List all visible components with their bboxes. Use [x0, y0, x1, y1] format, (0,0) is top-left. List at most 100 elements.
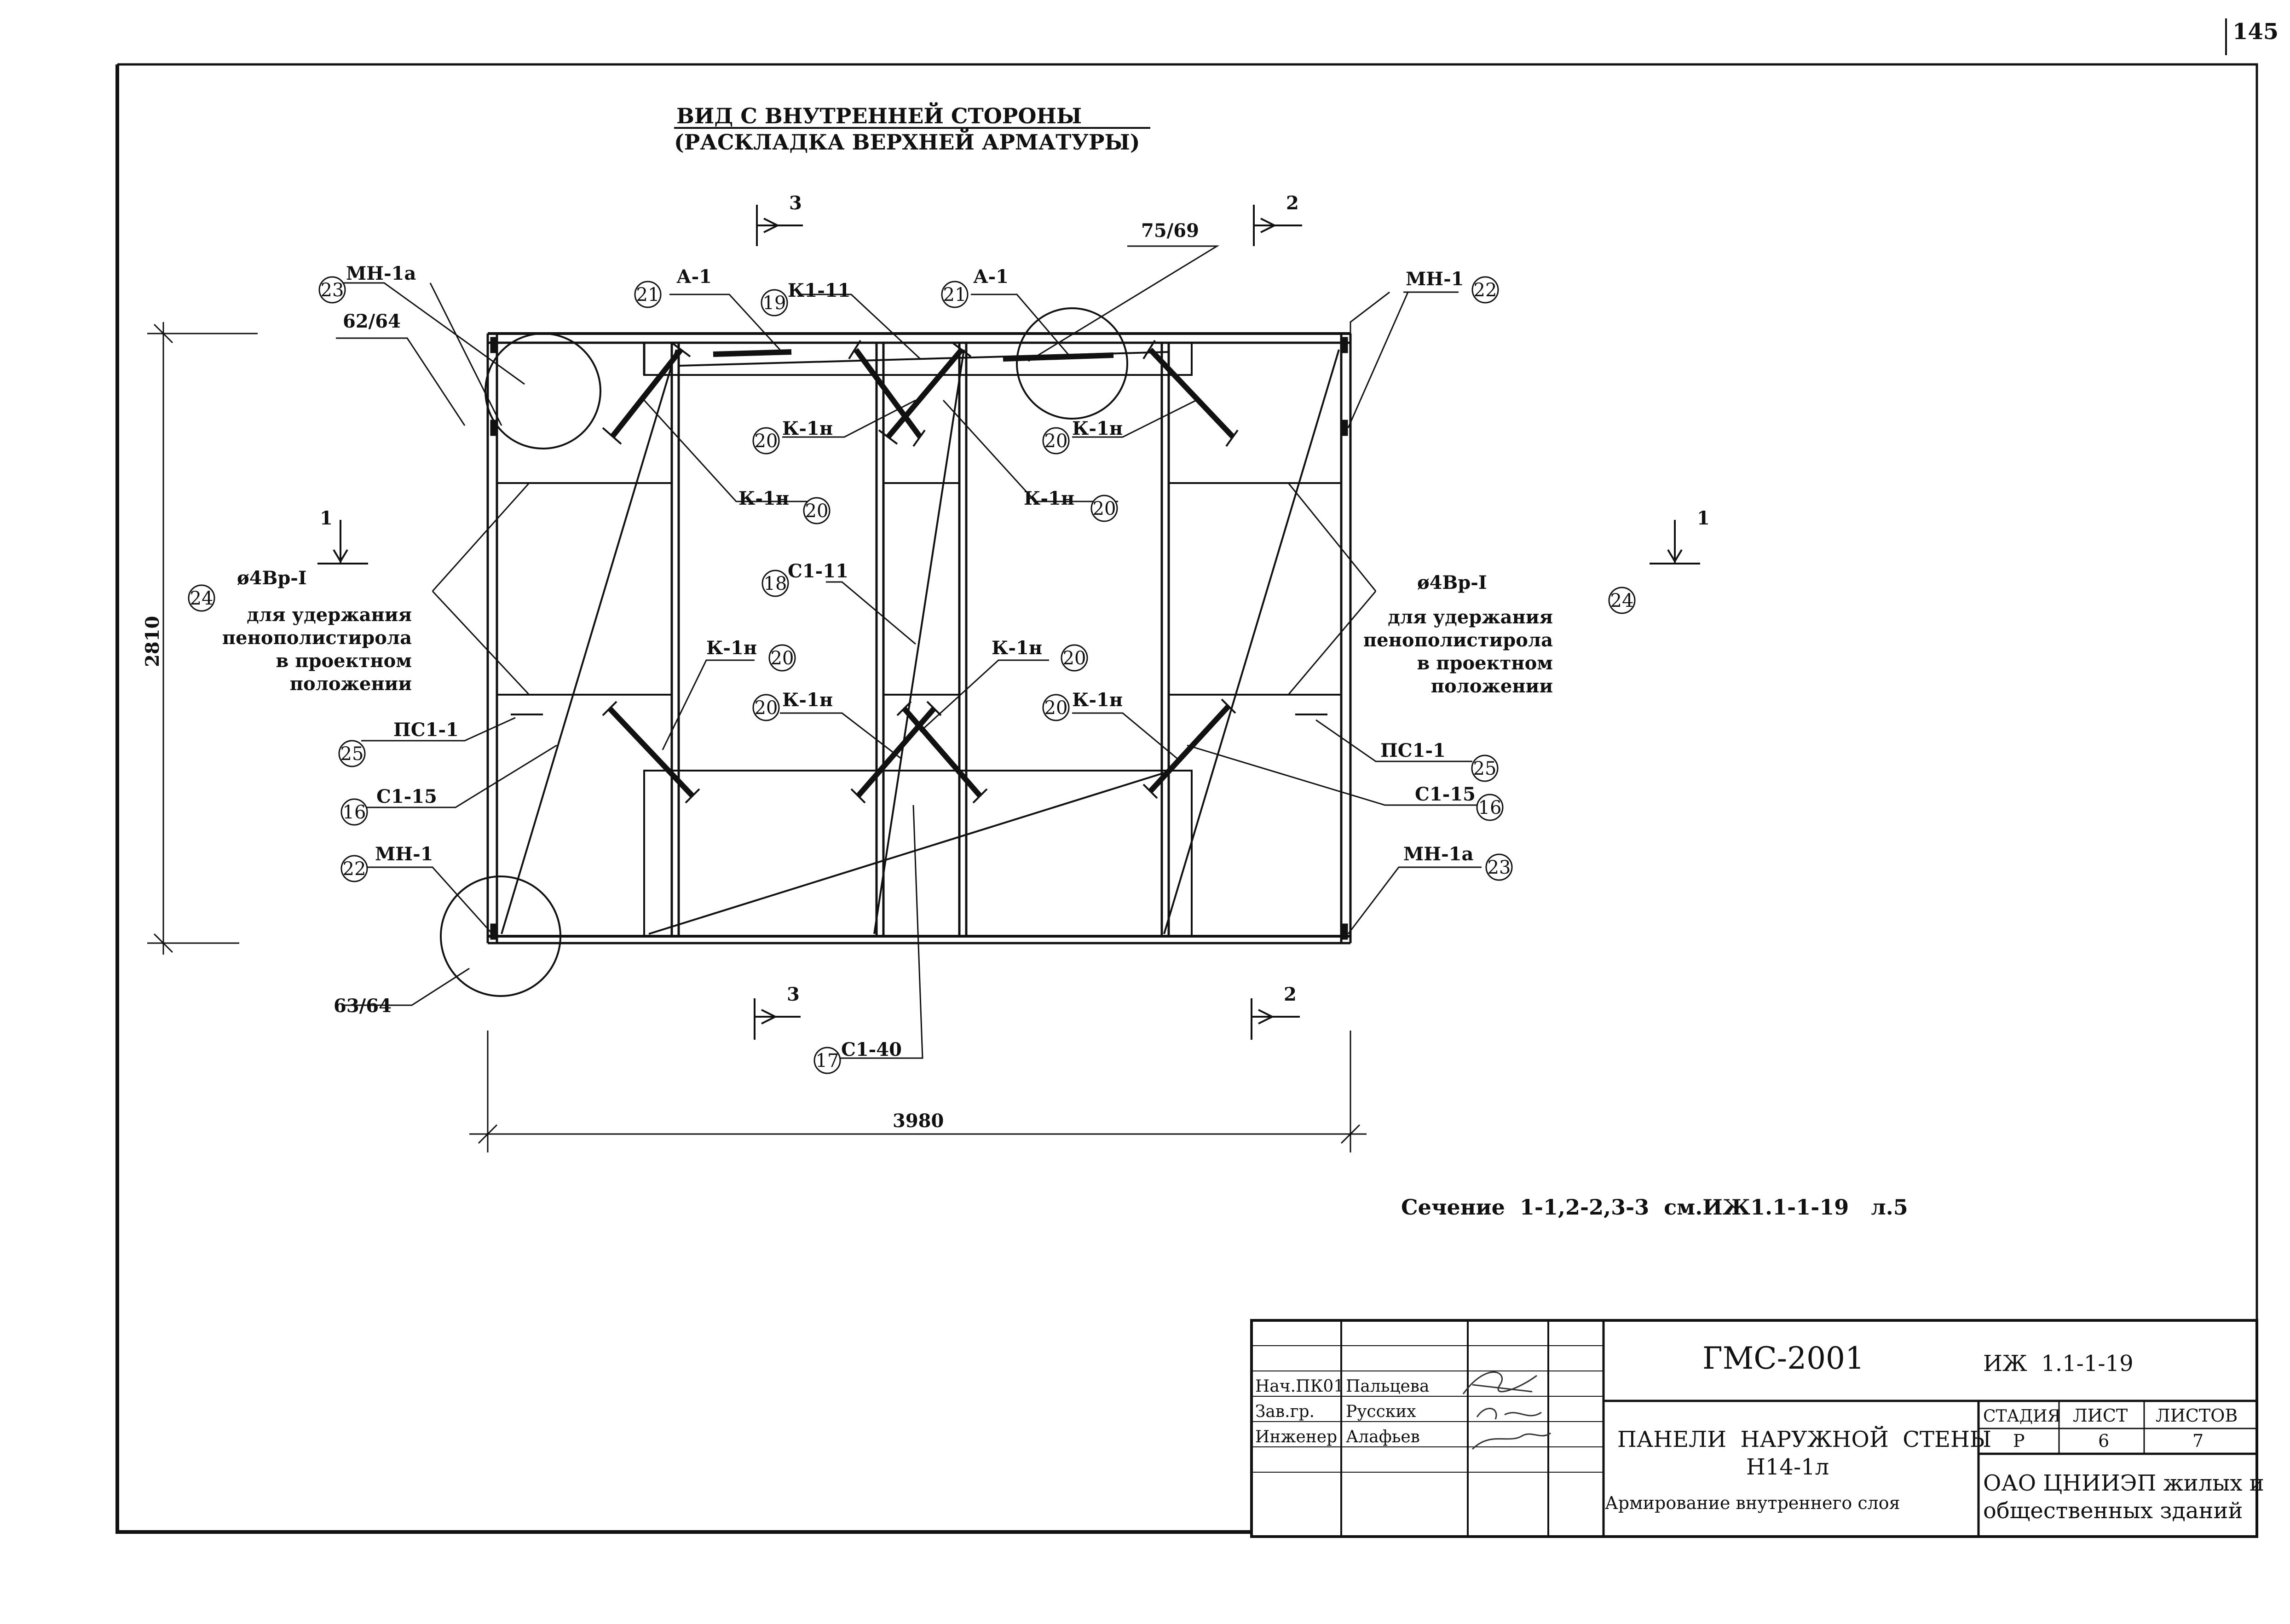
foam-note-left-3: в проектном	[276, 650, 412, 672]
signer-role-1: Нач.ПК01	[1255, 1377, 1344, 1396]
bubble-20-f: 20	[1063, 648, 1086, 669]
bubble-20-b: 20	[1044, 431, 1068, 452]
label-63-64: 63/64	[334, 995, 392, 1017]
label-k111: К1-11	[788, 280, 850, 301]
width-dimension: 3980	[893, 1110, 944, 1132]
signer-name-2: Русских	[1346, 1402, 1416, 1421]
sheet-value: 6	[2098, 1431, 2109, 1451]
panel-title: ПАНЕЛИ НАРУЖНОЙ СТЕНЫ	[1617, 1425, 1991, 1452]
sheet-header: ЛИСТ	[2073, 1405, 2128, 1426]
signer-name-3: Алафьев	[1346, 1428, 1420, 1446]
leader-lines	[336, 245, 1482, 1059]
label-a1-right: А-1	[973, 266, 1009, 288]
section-mark-2-bottom: 2	[1284, 984, 1297, 1005]
label-k1n-h: К-1н	[1072, 689, 1123, 711]
stage-header: СТАДИЯ	[1983, 1407, 2061, 1426]
project-code: ГМС-2001	[1702, 1341, 1864, 1376]
bubble-22-bottom: 22	[343, 858, 366, 880]
bubble-24-right: 24	[1610, 590, 1634, 611]
bubble-20-g: 20	[755, 697, 778, 719]
label-mn1a-bottom: МН-1а	[1403, 843, 1473, 865]
label-c111: С1-11	[788, 560, 848, 582]
signer-name-1: Пальцева	[1346, 1377, 1430, 1396]
bubble-22-top: 22	[1474, 280, 1497, 301]
bubble-24-left: 24	[190, 588, 213, 609]
sheets-header: ЛИСТОВ	[2156, 1405, 2238, 1426]
bubble-20-h: 20	[1044, 697, 1068, 719]
label-ps11-left: ПС1-1	[393, 719, 459, 741]
panel-drawing	[440, 307, 1352, 997]
sheets-value: 7	[2192, 1431, 2203, 1451]
handwritten-signatures	[1462, 1371, 1551, 1450]
bubble-20-e: 20	[771, 648, 794, 669]
bubble-25-right: 25	[1473, 758, 1497, 779]
section-mark-3-top: 3	[789, 192, 802, 214]
section-mark-1-left: 1	[320, 507, 333, 529]
k1n-mesh-units	[607, 347, 1235, 798]
label-k1n-b: К-1н	[1072, 418, 1123, 439]
foam-note-right-3: в проектном	[1417, 652, 1553, 674]
foam-note-right-1: для удержания	[1388, 606, 1553, 628]
signer-role-3: Инженер	[1255, 1428, 1337, 1446]
bubble-16-left: 16	[343, 802, 366, 823]
foam-note-left: для удержания пенополистирола в проектно…	[222, 604, 412, 695]
label-k1n-d: К-1н	[1024, 488, 1074, 509]
label-75-69: 75/69	[1141, 220, 1199, 242]
page-number: 145	[2232, 19, 2278, 45]
foam-note-left-4: положении	[290, 673, 412, 695]
k1n-mesh-ticks	[602, 340, 1239, 804]
bubble-23-bottom: 23	[1488, 857, 1511, 878]
bubble-19: 19	[763, 293, 786, 314]
section-reference-note: Сечение 1-1,2-2,3-3 см.ИЖ1.1-1-19 л.5	[1401, 1195, 1908, 1220]
stage-value: Р	[2013, 1431, 2025, 1451]
bubble-17: 17	[816, 1050, 839, 1071]
label-c115-left: С1-15	[376, 786, 437, 807]
height-dimension: 2810	[142, 616, 163, 667]
label-k1n-e: К-1н	[706, 637, 757, 659]
label-c140: С1-40	[841, 1039, 902, 1060]
position-bubbles	[188, 276, 1636, 1074]
label-mn1a-top: МН-1а	[346, 263, 416, 284]
bubble-20-d: 20	[1093, 498, 1116, 519]
section-mark-3-bottom: 3	[787, 984, 800, 1005]
title-block-signers: Нач.ПК01 Пальцева Зав.гр. Русских Инжене…	[1255, 1377, 1430, 1446]
foam-note-right-4: положении	[1431, 675, 1553, 697]
bubble-numbers: 23 22 21 21 19 20 20 20 20 18 24 24 20 2…	[190, 280, 1634, 1071]
bubble-16-right: 16	[1478, 797, 1502, 818]
bubble-20-a: 20	[755, 431, 778, 452]
sheet-subject: Армирование внутреннего слоя	[1605, 1493, 1900, 1513]
bubble-21-left: 21	[636, 284, 660, 305]
organization-line1: ОАО ЦНИИЭП жилых и	[1983, 1470, 2264, 1496]
label-62-64: 62/64	[343, 311, 401, 332]
label-d4bp-left: ø4Вр-I	[237, 567, 307, 589]
organization-line2: общественных зданий	[1983, 1498, 2243, 1524]
label-a1-left: А-1	[676, 266, 712, 288]
view-title-line2: (РАСКЛАДКА ВЕРХНЕЙ АРМАТУРЫ)	[674, 128, 1140, 155]
foam-note-left-1: для удержания	[247, 604, 412, 626]
label-mn1-top: МН-1	[1406, 268, 1464, 290]
label-k1n-c: К-1н	[738, 488, 789, 509]
section-mark-2-top: 2	[1286, 192, 1299, 214]
label-k1n-a: К-1н	[782, 418, 833, 439]
label-d4bp-right: ø4Вр-I	[1417, 572, 1487, 593]
bubble-23-top: 23	[321, 280, 344, 301]
document-code: ИЖ 1.1-1-19	[1983, 1351, 2134, 1376]
foam-note-right: для удержания пенополистирола в проектно…	[1363, 606, 1553, 697]
panel-code: Н14-1л	[1746, 1454, 1829, 1480]
bubble-21-right: 21	[943, 284, 967, 305]
label-ps11-right: ПС1-1	[1380, 740, 1446, 761]
foam-note-left-2: пенополистирола	[222, 627, 412, 649]
section-mark-1-right: 1	[1697, 507, 1710, 529]
title-block	[1250, 1319, 2258, 1538]
bubble-20-c: 20	[805, 501, 829, 522]
section-markers	[317, 205, 1700, 1040]
label-k1n-f: К-1н	[992, 637, 1042, 659]
foam-note-right-2: пенополистирола	[1363, 629, 1553, 651]
bubble-25-left: 25	[340, 743, 364, 765]
signer-role-2: Зав.гр.	[1255, 1402, 1315, 1421]
label-k1n-g: К-1н	[782, 689, 833, 711]
label-c115-right: С1-15	[1415, 783, 1476, 805]
callout-labels: МН-1а 62/64 МН-1 А-1 К1-11 А-1 75/69 К-1…	[237, 220, 1487, 1060]
bubble-18: 18	[764, 573, 787, 594]
